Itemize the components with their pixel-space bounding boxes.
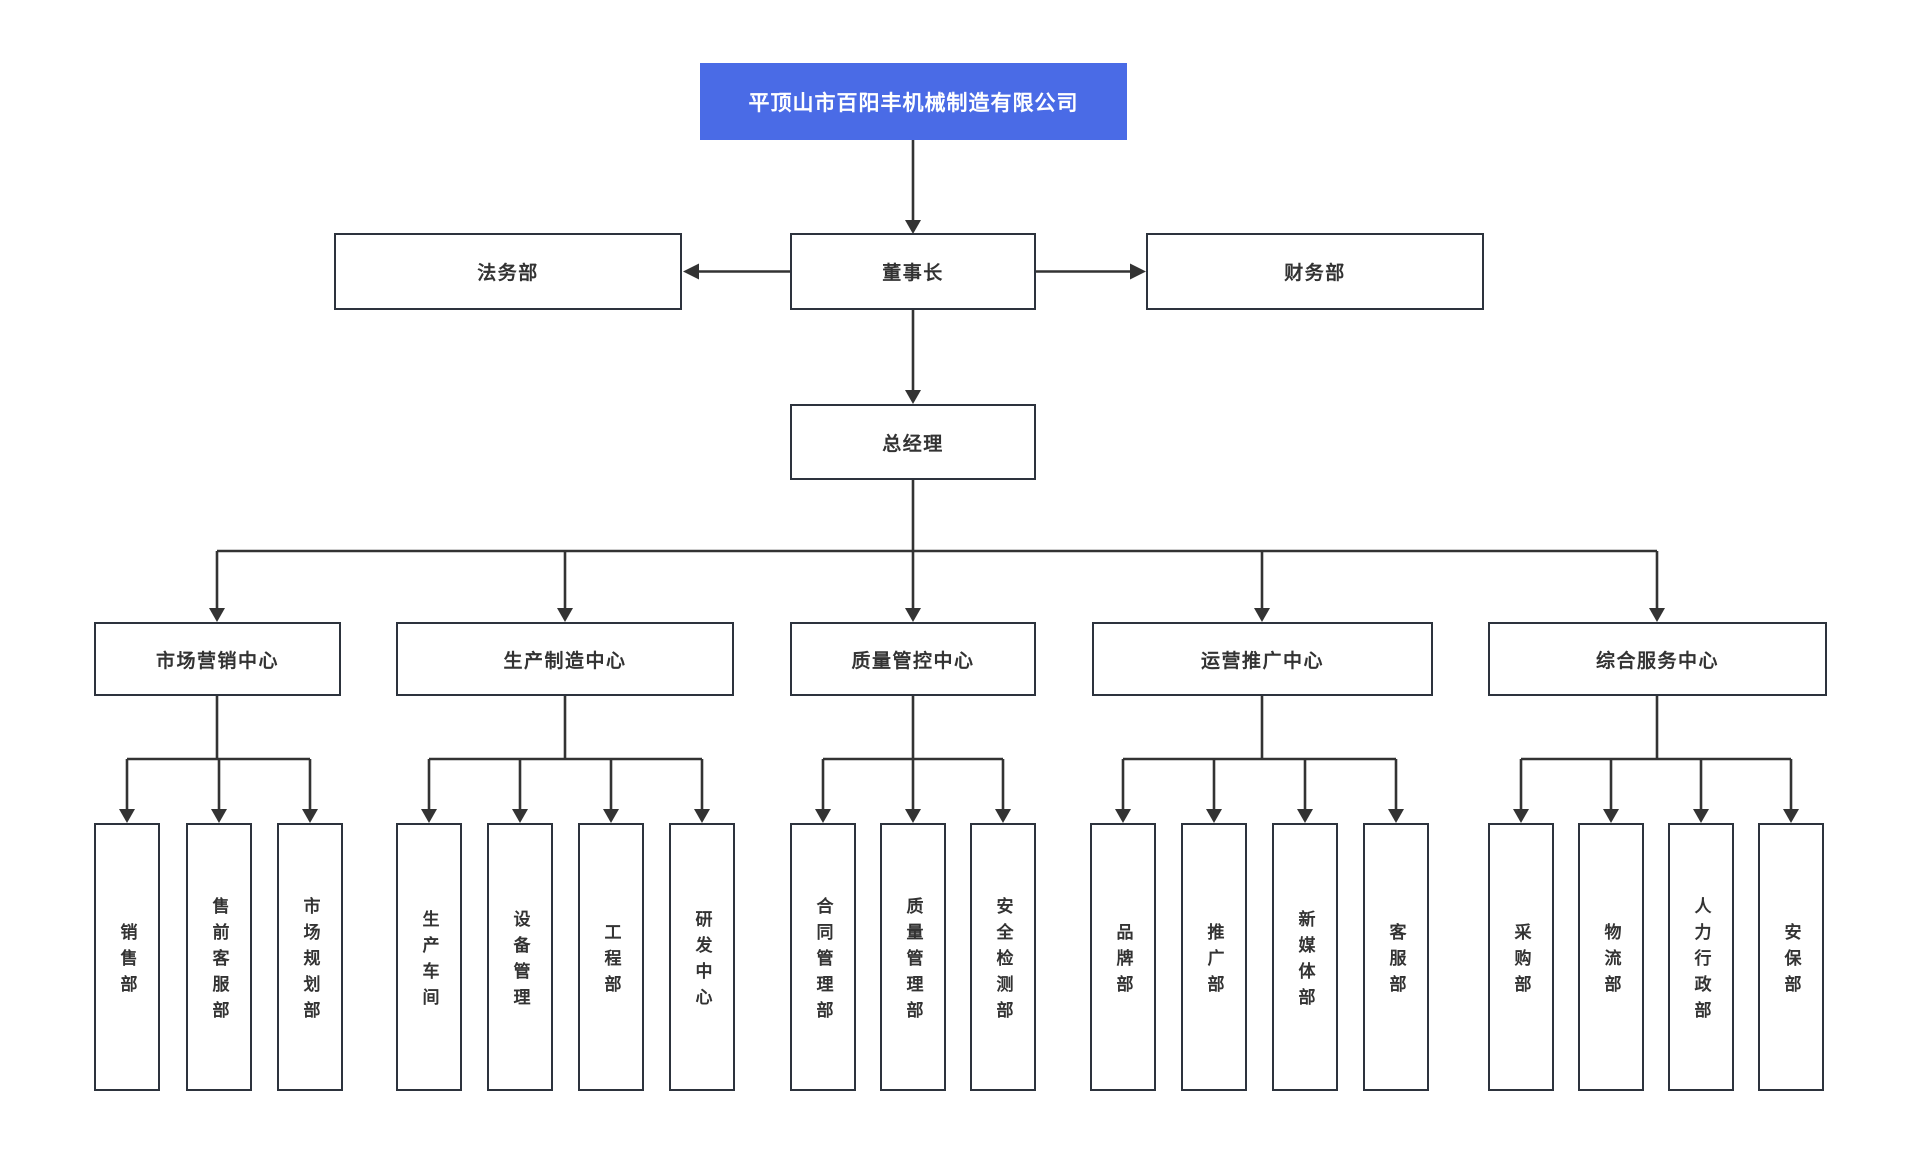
services-center-label: 综合服务中心: [1595, 650, 1719, 672]
node-legal-dept: 法务部: [334, 233, 682, 310]
sales-dept-label: 销售部: [117, 922, 137, 1001]
company-name-label: 平顶山市百阳丰机械制造有限公司: [748, 91, 1079, 115]
node-new-media-dept: 新媒体部: [1272, 823, 1338, 1091]
quality-center-label: 质量管控中心: [851, 650, 975, 672]
node-market-planning-dept: 市场规划部: [277, 823, 343, 1091]
new-media-dept-label: 新媒体部: [1295, 909, 1315, 1014]
legal-dept-label: 法务部: [477, 263, 539, 284]
connector-operations-depts: [1115, 696, 1404, 823]
production-workshop-label: 生产车间: [419, 909, 439, 1014]
node-chairman: 董事长: [790, 233, 1036, 310]
chairman-label: 董事长: [882, 263, 944, 284]
node-hr-admin-dept: 人力行政部: [1668, 823, 1734, 1091]
promotion-dept-label: 推广部: [1204, 922, 1224, 1001]
operations-center-label: 运营推广中心: [1200, 650, 1324, 672]
node-quality-center: 质量管控中心: [790, 622, 1036, 696]
node-presales-service-dept: 售前客服部: [186, 823, 252, 1091]
node-operations-center: 运营推广中心: [1092, 622, 1433, 696]
connector-production-depts: [421, 696, 710, 823]
node-security-dept: 安保部: [1758, 823, 1824, 1091]
connector-chairman-to-finance: [1036, 263, 1146, 280]
connector-chairman-to-legal: [683, 263, 790, 280]
rd-center-label: 研发中心: [692, 909, 712, 1014]
quality-management-dept-label: 质量管理部: [903, 896, 923, 1027]
market-planning-dept-label: 市场规划部: [300, 896, 320, 1027]
connector-quality-depts: [815, 696, 1011, 823]
connector-marketing-depts: [119, 696, 318, 823]
brand-dept-label: 品牌部: [1113, 922, 1133, 1001]
node-quality-management-dept: 质量管理部: [880, 823, 946, 1091]
node-marketing-center: 市场营销中心: [94, 622, 341, 696]
security-dept-label: 安保部: [1781, 922, 1801, 1001]
node-customer-service-dept: 客服部: [1363, 823, 1429, 1091]
node-safety-inspection-dept: 安全检测部: [970, 823, 1036, 1091]
node-logistics-dept: 物流部: [1578, 823, 1644, 1091]
production-center-label: 生产制造中心: [503, 650, 627, 672]
node-promotion-dept: 推广部: [1181, 823, 1247, 1091]
node-production-workshop: 生产车间: [396, 823, 462, 1091]
node-engineering-dept: 工程部: [578, 823, 644, 1091]
node-general-manager: 总经理: [790, 404, 1036, 480]
node-company-root: 平顶山市百阳丰机械制造有限公司: [700, 63, 1127, 140]
procurement-dept-label: 采购部: [1511, 922, 1531, 1001]
customer-service-dept-label: 客服部: [1386, 922, 1406, 1001]
node-production-center: 生产制造中心: [396, 622, 734, 696]
node-services-center: 综合服务中心: [1488, 622, 1827, 696]
node-equipment-management: 设备管理: [487, 823, 553, 1091]
equipment-management-label: 设备管理: [510, 909, 530, 1014]
general-manager-label: 总经理: [882, 433, 944, 455]
finance-dept-label: 财务部: [1284, 263, 1346, 284]
connector-root-to-chairman: [905, 140, 921, 234]
node-contract-management-dept: 合同管理部: [790, 823, 856, 1091]
node-sales-dept: 销售部: [94, 823, 160, 1091]
connector-services-depts: [1513, 696, 1799, 823]
contract-management-dept-label: 合同管理部: [813, 896, 833, 1027]
hr-admin-dept-label: 人力行政部: [1691, 896, 1711, 1027]
node-finance-dept: 财务部: [1146, 233, 1484, 310]
connector-gm-to-centers: [209, 480, 1665, 622]
node-procurement-dept: 采购部: [1488, 823, 1554, 1091]
safety-inspection-dept-label: 安全检测部: [993, 896, 1013, 1027]
node-rd-center: 研发中心: [669, 823, 735, 1091]
presales-service-dept-label: 售前客服部: [209, 896, 229, 1027]
logistics-dept-label: 物流部: [1601, 922, 1621, 1001]
node-brand-dept: 品牌部: [1090, 823, 1156, 1091]
connector-chairman-to-gm: [905, 310, 921, 404]
marketing-center-label: 市场营销中心: [155, 650, 279, 672]
engineering-dept-label: 工程部: [601, 922, 621, 1001]
